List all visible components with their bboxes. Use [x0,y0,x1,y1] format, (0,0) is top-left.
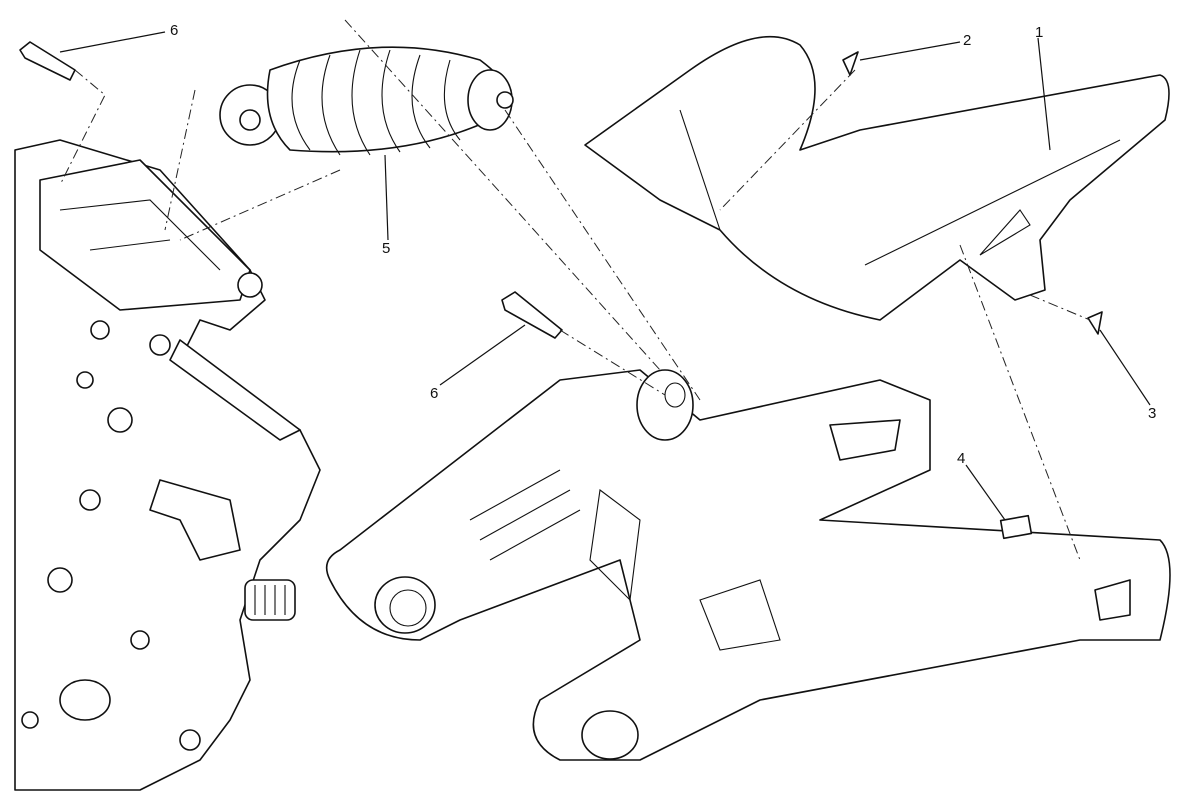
bolt-6-middle [501,291,563,339]
swingarm [325,369,1171,761]
chain-guard [584,35,1170,321]
leader-lines [59,31,1151,521]
screw-3 [1087,311,1103,335]
callout-2: 2 [963,32,972,49]
callout-6-middle: 6 [430,385,439,402]
callout-6-top: 6 [170,22,179,39]
callout-1: 1 [1035,24,1044,41]
callout-5: 5 [382,240,391,257]
engine-block [14,139,321,791]
assembly-lines [59,19,1091,561]
screw-2 [842,51,859,76]
shock-absorber [219,46,514,156]
callout-3: 3 [1148,405,1157,422]
callout-4: 4 [957,450,966,467]
bolt-6-top [19,41,76,81]
